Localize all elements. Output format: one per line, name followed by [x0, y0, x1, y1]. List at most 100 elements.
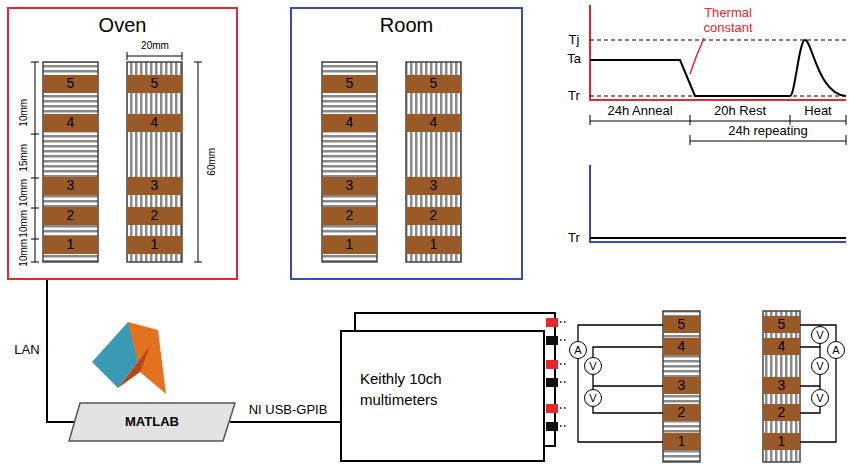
pad-number: 1 — [430, 237, 438, 252]
contact-pad: 3 — [763, 377, 800, 394]
chart-label: 20h Rest — [714, 104, 766, 119]
contact-pad: 2 — [127, 207, 182, 225]
pad-number: 3 — [346, 178, 354, 193]
dimension-label: 60mm — [206, 148, 218, 176]
meter-letter: V — [816, 360, 823, 372]
pad-number: 1 — [778, 434, 786, 449]
contact-pad: 3 — [43, 177, 98, 195]
chart-label: Thermal constant — [691, 6, 765, 36]
pad-number: 5 — [778, 317, 786, 332]
contact-pad: 1 — [127, 236, 182, 254]
pad-number: 1 — [678, 434, 686, 449]
oven-region: 5432154321Oven — [7, 7, 238, 280]
terminal — [546, 336, 558, 345]
laptop: MATLAB — [68, 402, 236, 442]
time-bracket — [590, 115, 846, 145]
contact-pad: 5 — [406, 75, 461, 93]
meter-symbol: V — [811, 357, 829, 375]
dimension-label: 10mm — [18, 210, 30, 238]
room-region: 5432154321Room — [290, 7, 523, 280]
pad-number: 4 — [67, 115, 75, 130]
pad-number: 3 — [430, 178, 438, 193]
chart-label: Tr — [568, 231, 580, 246]
connector-label: NI USB-GPIB — [247, 403, 330, 418]
contact-pad: 1 — [663, 433, 700, 450]
pad-number: 5 — [346, 76, 354, 91]
meter-symbol: A — [569, 341, 587, 359]
contact-pad: 4 — [663, 338, 700, 355]
pad-number: 4 — [430, 115, 438, 130]
pad-number: 2 — [778, 405, 786, 420]
pad-number: 4 — [678, 339, 686, 354]
sample-strip — [663, 311, 700, 462]
meter-letter: V — [589, 360, 596, 372]
contact-pad: 3 — [663, 377, 700, 394]
chart-label: Ta — [567, 52, 581, 67]
region-heading: Oven — [99, 14, 147, 36]
contact-pad: 2 — [406, 207, 461, 225]
meter-symbol: V — [811, 326, 829, 344]
pad-number: 2 — [346, 208, 354, 223]
chart-label: 24h Anneal — [607, 104, 672, 119]
chart-label: Tj — [569, 33, 580, 48]
pad-number: 5 — [678, 317, 686, 332]
sample-strip — [43, 62, 98, 262]
pad-number: 1 — [151, 237, 159, 252]
contact-pad: 5 — [127, 75, 182, 93]
matlab-logo — [118, 346, 150, 388]
pad-number: 1 — [67, 237, 75, 252]
contact-pad: 2 — [763, 404, 800, 421]
contact-pad: 2 — [322, 207, 377, 225]
dimension-label: 15mm — [18, 144, 30, 172]
dimension-label: 10mm — [18, 99, 30, 127]
contact-pad: 1 — [322, 236, 377, 254]
contact-pad: 4 — [406, 114, 461, 132]
dotted-lead — [560, 322, 568, 426]
pad-number: 3 — [778, 378, 786, 393]
box-label: Keithly 10ch multimeters — [360, 368, 490, 410]
pad-number: 2 — [151, 208, 159, 223]
dimension-label: 10mm — [18, 239, 30, 267]
connector — [230, 421, 340, 423]
chart-axis — [590, 165, 846, 242]
matlab-logo — [128, 322, 166, 394]
pad-number: 1 — [346, 237, 354, 252]
contact-pad: 5 — [322, 75, 377, 93]
temperature-curve — [590, 237, 846, 239]
pad-number: 3 — [67, 178, 75, 193]
temperature-curve — [590, 40, 846, 96]
contact-pad: 3 — [406, 177, 461, 195]
chart-label: Heat — [804, 104, 831, 119]
terminal — [546, 422, 558, 431]
dimension-label: 10mm — [18, 179, 30, 207]
dimension-label: 20mm — [141, 40, 169, 52]
pad-number: 3 — [678, 378, 686, 393]
contact-pad: 3 — [127, 177, 182, 195]
terminal — [546, 360, 558, 369]
pad-number: 2 — [678, 405, 686, 420]
meter-letter: V — [816, 329, 823, 341]
contact-pad: 1 — [43, 236, 98, 254]
connector — [47, 280, 74, 422]
pad-number: 5 — [430, 76, 438, 91]
sample-strip — [322, 62, 377, 262]
meter-letter: V — [589, 392, 596, 404]
meter-letter: A — [574, 344, 581, 356]
box-label: MATLAB — [125, 415, 179, 429]
dimension-line — [127, 52, 182, 60]
pointer-line — [690, 38, 704, 74]
dimension-line — [194, 62, 202, 262]
contact-pad: 4 — [763, 338, 800, 355]
region-heading: Room — [380, 14, 433, 36]
contact-pad: 2 — [663, 404, 700, 421]
chart-label: Tr — [568, 89, 580, 104]
contact-pad: 4 — [127, 114, 182, 132]
circuit-wire — [578, 325, 663, 442]
pad-number: 4 — [151, 115, 159, 130]
meter-letter: A — [832, 344, 839, 356]
sample-strip — [763, 311, 800, 462]
pad-number: 5 — [151, 76, 159, 91]
dimension-line — [31, 62, 39, 262]
chart-label: 24h repeating — [728, 124, 808, 139]
